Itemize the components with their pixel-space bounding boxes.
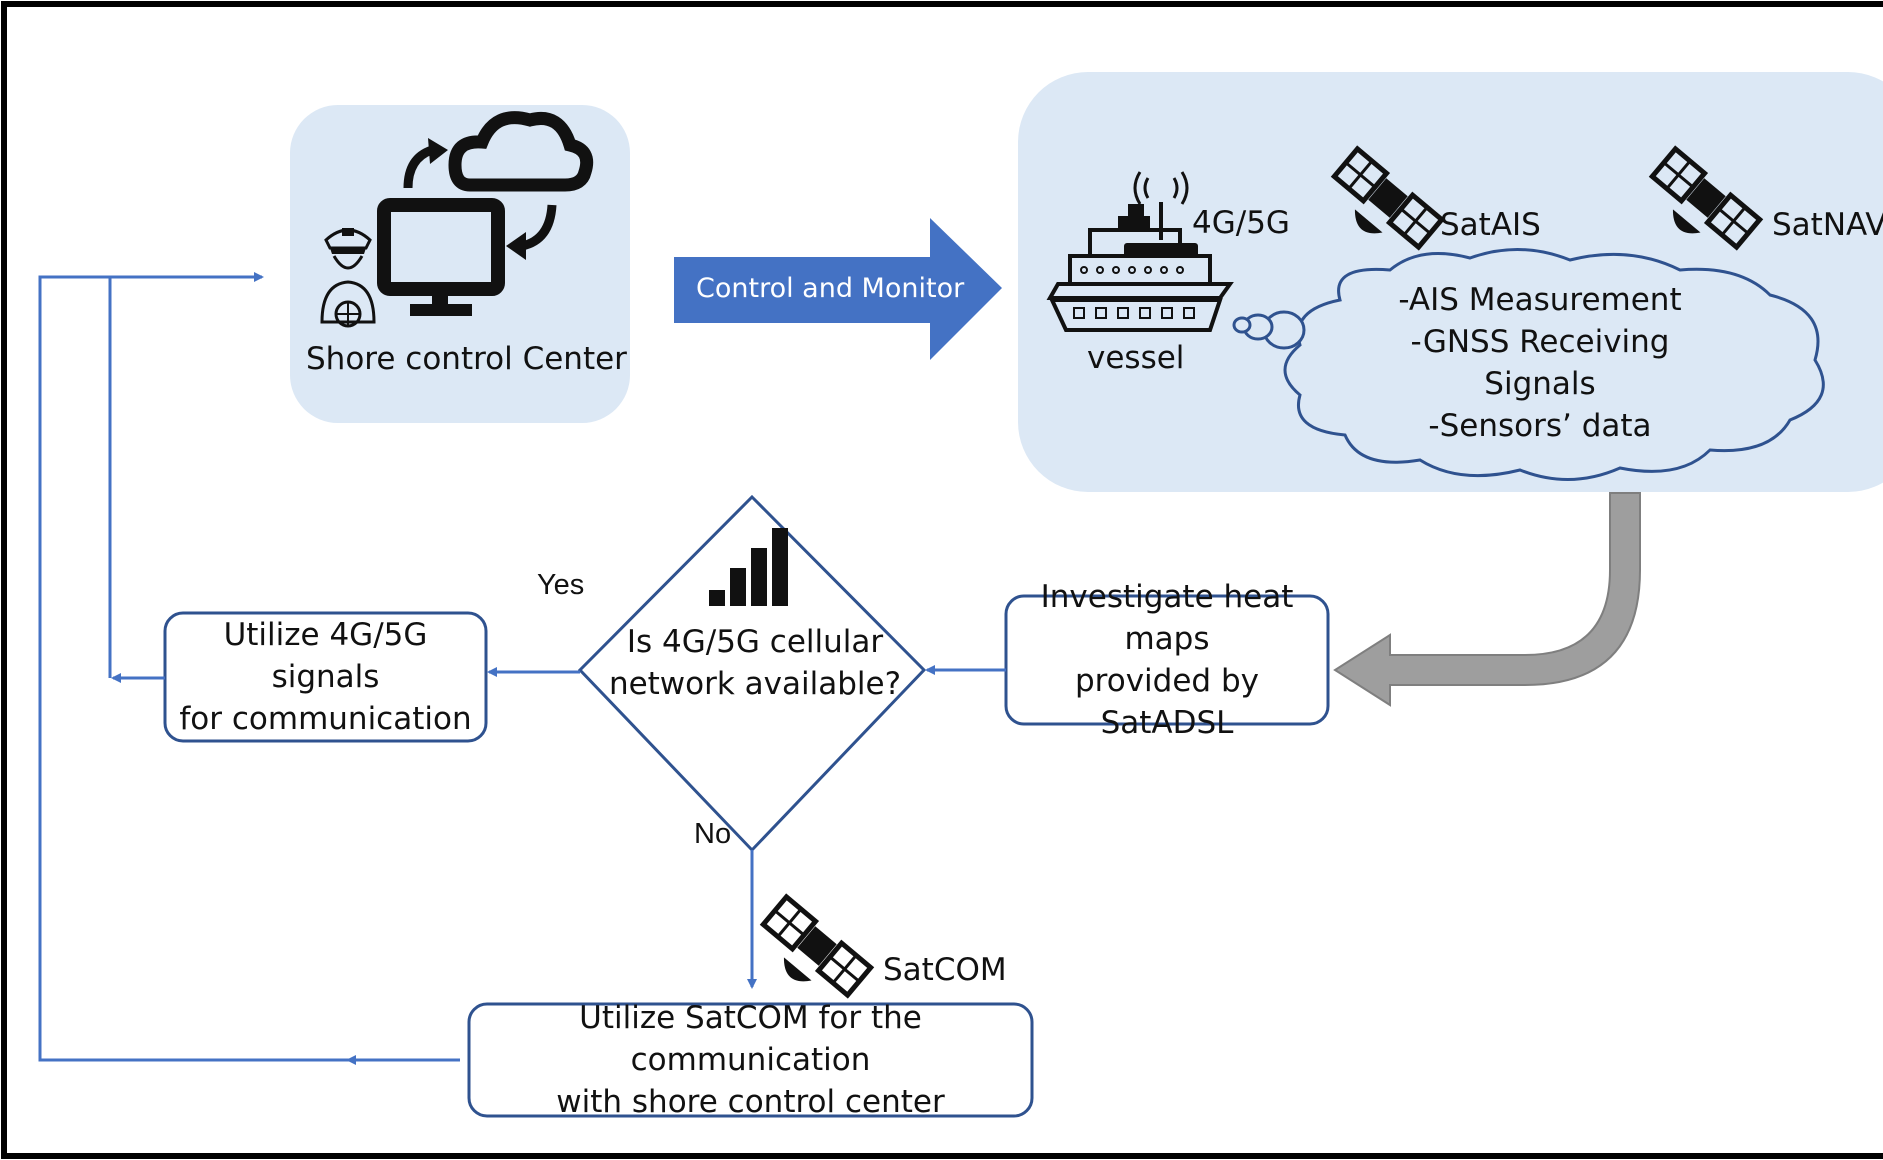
utilize-cellular-text: Utilize 4G/5G signals for communication bbox=[165, 613, 486, 741]
signal-bars-icon bbox=[709, 528, 788, 606]
utilize-cellular-line-1: Utilize 4G/5G signals bbox=[223, 617, 428, 695]
thought-cloud bbox=[1232, 247, 1825, 482]
vessel-label: vessel bbox=[1087, 340, 1185, 376]
satellite-ais-icon bbox=[1330, 145, 1446, 251]
utilize-satcom-line-2: with shore control center bbox=[556, 1084, 945, 1120]
cloud-line-2: -GNSS Receiving bbox=[1410, 324, 1670, 360]
decision-text: Is 4G/5G cellular network available? bbox=[600, 618, 910, 708]
vessel-network-label: 4G/5G bbox=[1192, 205, 1290, 241]
investigate-text: Investigate heat maps provided by SatADS… bbox=[1006, 579, 1328, 741]
decision-line-2: network available? bbox=[608, 666, 902, 702]
satellite-com-icon bbox=[759, 893, 875, 999]
grey-curved-arrow bbox=[1333, 492, 1641, 707]
shore-label: Shore control Center bbox=[306, 341, 627, 377]
satcom-label: SatCOM bbox=[883, 952, 1007, 988]
cloud-line-1: -AIS Measurement bbox=[1398, 282, 1682, 318]
investigate-box bbox=[1004, 594, 1330, 726]
cloud-line-4: -Sensors’ data bbox=[1428, 408, 1652, 444]
captain-icon bbox=[320, 228, 376, 328]
control-monitor-arrow bbox=[674, 218, 1002, 360]
satellite-nav-icon bbox=[1648, 145, 1764, 251]
utilize-satcom-text: Utilize SatCOM for the communication wit… bbox=[469, 1000, 1032, 1120]
utilize-cellular-line-2: for communication bbox=[179, 701, 472, 737]
control-monitor-label: Control and Monitor bbox=[696, 273, 965, 304]
investigate-line-1: Investigate heat maps bbox=[1040, 579, 1294, 657]
investigate-line-2: provided by SatADSL bbox=[1075, 663, 1259, 741]
cloud-line-3: Signals bbox=[1484, 366, 1596, 402]
utilize-satcom-box bbox=[467, 1002, 1034, 1118]
satnav-label: SatNAV bbox=[1772, 207, 1883, 243]
ship-icon bbox=[1046, 171, 1234, 332]
decision-no-label: No bbox=[694, 818, 732, 850]
cloud-text: -AIS Measurement -GNSS Receiving Signals… bbox=[1360, 278, 1720, 448]
decision-line-1: Is 4G/5G cellular bbox=[626, 624, 884, 660]
monitor-cloud-icon bbox=[377, 111, 594, 316]
satais-label: SatAIS bbox=[1440, 207, 1541, 243]
utilize-satcom-line-1: Utilize SatCOM for the communication bbox=[579, 1000, 922, 1078]
decision-yes-label: Yes bbox=[537, 569, 585, 601]
flow-satcom-return bbox=[38, 272, 460, 1062]
